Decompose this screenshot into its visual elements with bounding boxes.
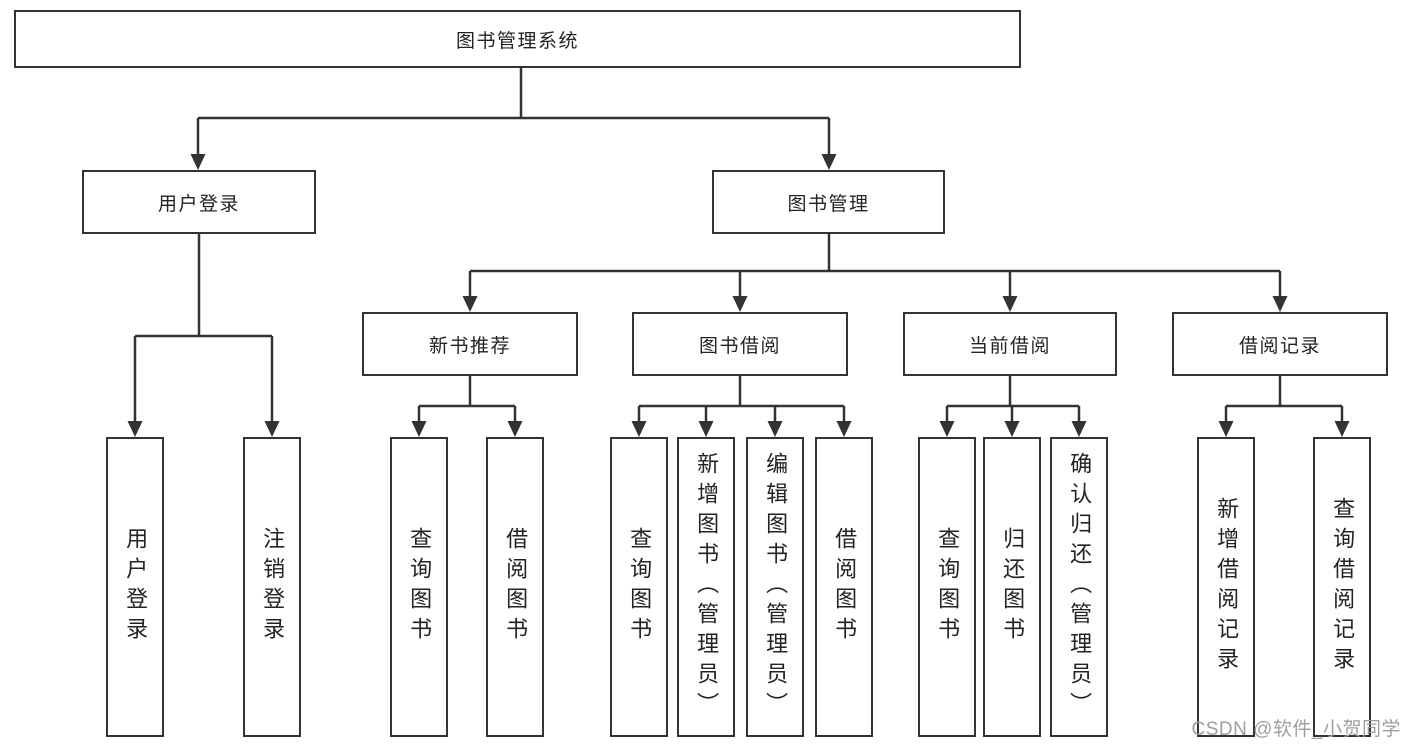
node-leaf-newbook-borrow-books: 借阅图书 bbox=[486, 437, 544, 737]
node-leaf-records-add-record: 新增借阅记录 bbox=[1197, 437, 1255, 737]
connector-borrow-records-to-leaves bbox=[1218, 376, 1350, 437]
node-label: 查询借阅记录 bbox=[1330, 497, 1356, 677]
node-label: 用户登录 bbox=[157, 193, 240, 215]
node-label: 确认归还（管理员） bbox=[1067, 452, 1093, 722]
connector-book-management-to-level3 bbox=[462, 234, 1288, 312]
connector-user-login-to-leaves bbox=[127, 234, 280, 437]
node-label: 查询图书 bbox=[407, 527, 433, 647]
node-current-borrow: 当前借阅 bbox=[903, 312, 1117, 376]
node-leaf-borrow-query-books: 查询图书 bbox=[610, 437, 668, 737]
node-label: 查询图书 bbox=[935, 527, 961, 647]
node-label: 新书推荐 bbox=[428, 335, 511, 357]
node-user-login: 用户登录 bbox=[82, 170, 316, 234]
node-leaf-newbook-query-books: 查询图书 bbox=[390, 437, 448, 737]
node-label: 新增图书（管理员） bbox=[694, 452, 720, 722]
node-leaf-current-return-books: 归还图书 bbox=[983, 437, 1041, 737]
node-label: 用户登录 bbox=[123, 527, 149, 647]
node-label: 新增借阅记录 bbox=[1214, 497, 1240, 677]
connector-book-borrow-to-leaves bbox=[631, 376, 852, 437]
node-label: 借阅图书 bbox=[503, 527, 529, 647]
node-leaf-current-query-books: 查询图书 bbox=[918, 437, 976, 737]
node-label: 归还图书 bbox=[1000, 527, 1026, 647]
node-root-library-system: 图书管理系统 bbox=[14, 10, 1021, 68]
csdn-watermark: CSDN @软件_小贺同学 bbox=[1191, 719, 1401, 740]
node-book-borrow: 图书借阅 bbox=[632, 312, 848, 376]
node-leaf-user-login-action: 用户登录 bbox=[106, 437, 164, 737]
node-leaf-borrow-edit-books-admin: 编辑图书（管理员） bbox=[746, 437, 804, 737]
node-book-management: 图书管理 bbox=[712, 170, 945, 234]
node-leaf-borrow-add-books-admin: 新增图书（管理员） bbox=[677, 437, 735, 737]
node-label: 借阅图书 bbox=[832, 527, 858, 647]
node-label: 图书借阅 bbox=[698, 335, 781, 357]
node-label: 编辑图书（管理员） bbox=[763, 452, 789, 722]
node-label: 借阅记录 bbox=[1238, 335, 1321, 357]
connector-new-book-to-leaves bbox=[411, 376, 523, 437]
node-leaf-borrow-borrow-books: 借阅图书 bbox=[815, 437, 873, 737]
node-leaf-current-confirm-return-admin: 确认归还（管理员） bbox=[1050, 437, 1108, 737]
node-label: 当前借阅 bbox=[968, 335, 1051, 357]
node-label: 注销登录 bbox=[260, 527, 286, 647]
connector-root-to-level2 bbox=[190, 68, 837, 170]
node-leaf-records-query-record: 查询借阅记录 bbox=[1313, 437, 1371, 737]
node-new-book-recommend: 新书推荐 bbox=[362, 312, 578, 376]
node-label: 图书管理系统 bbox=[455, 30, 579, 52]
node-label: 图书管理 bbox=[787, 193, 870, 215]
node-label: 查询图书 bbox=[627, 527, 653, 647]
node-borrow-records: 借阅记录 bbox=[1172, 312, 1388, 376]
connector-current-borrow-to-leaves bbox=[939, 376, 1087, 437]
node-leaf-logout-action: 注销登录 bbox=[243, 437, 301, 737]
